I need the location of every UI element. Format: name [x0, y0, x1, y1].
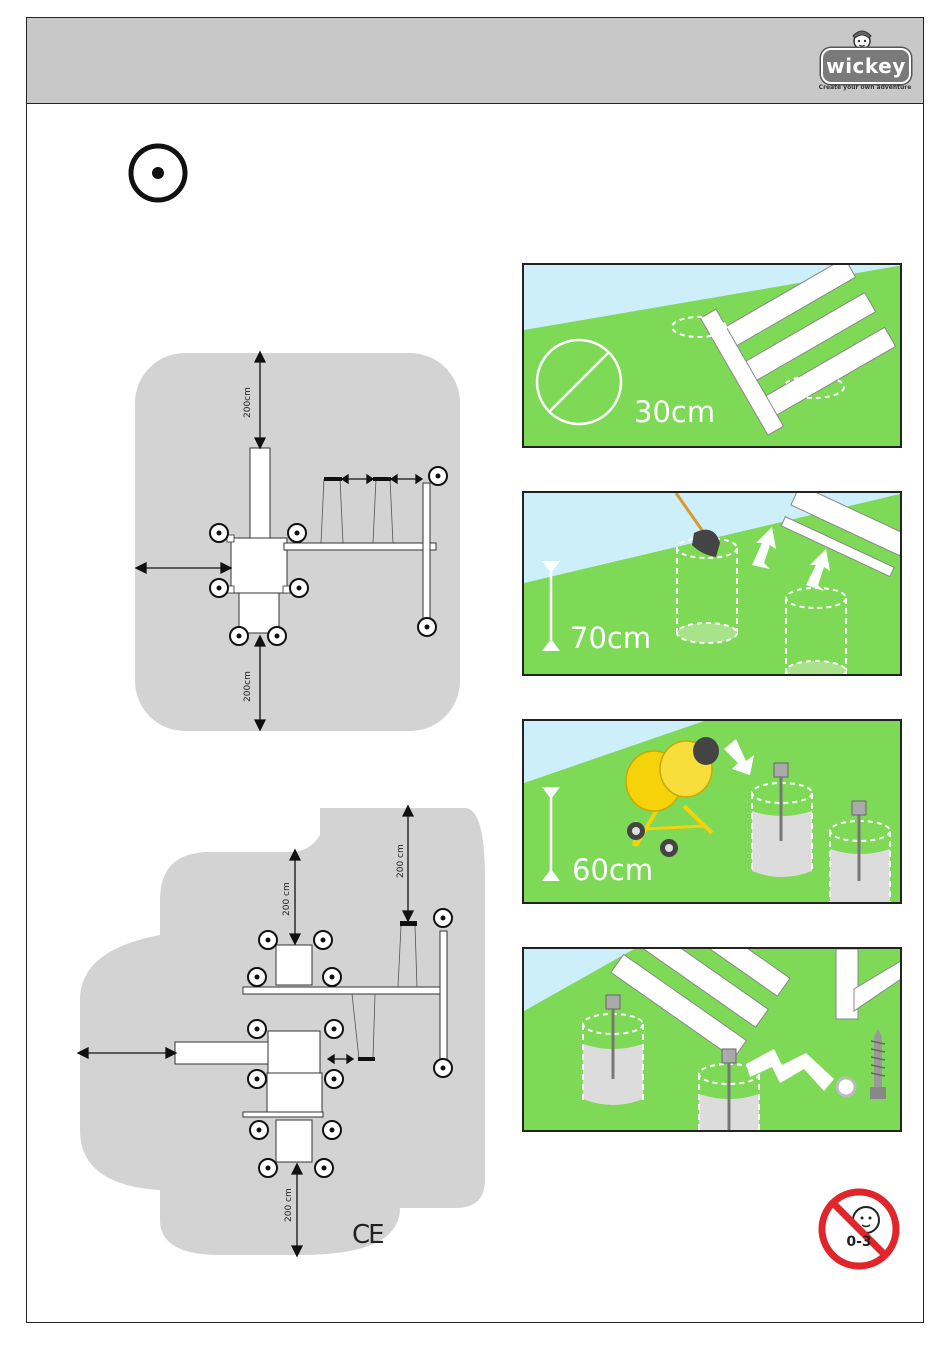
ground-anchor-icon: [128, 143, 188, 203]
dimension-label-right: 200 cm: [396, 844, 406, 878]
logo-brand: wickey: [826, 54, 906, 78]
step-panel-3: 60cm: [522, 719, 902, 904]
dimension-label-bottom: 200 cm: [284, 1188, 294, 1222]
diameter-icon: [537, 340, 621, 424]
no-children-under-3-icon: 0-3: [818, 1188, 900, 1270]
step-label: 70cm: [570, 621, 651, 655]
step-panel-4: [522, 947, 902, 1132]
screw-washer-icon: [837, 1029, 886, 1099]
safety-zone-plan-top: 200cm 200cm: [100, 340, 480, 740]
dimension-label-bottom: 200cm: [243, 671, 253, 702]
age-warning-label: 0-3: [818, 1234, 900, 1250]
ce-mark: CE: [352, 1220, 383, 1250]
step-label: 30cm: [634, 395, 715, 429]
step-panel-1: 30cm: [522, 263, 902, 448]
step-label: 60cm: [572, 853, 653, 887]
header-bar: wickey Create your own adventure: [26, 17, 924, 104]
dimension-label-top: 200cm: [243, 387, 253, 418]
step-panel-2: 70cm: [522, 491, 902, 676]
dimension-label-top: 200 cm: [282, 882, 292, 916]
wickey-logo: wickey Create your own adventure: [817, 26, 913, 100]
safety-zone-plan-bottom: 200 cm 200 cm 200 cm: [70, 800, 500, 1270]
cement-mixer-icon: [626, 737, 719, 857]
logo-tagline: Create your own adventure: [817, 84, 913, 91]
logo-badge: wickey: [821, 48, 911, 84]
